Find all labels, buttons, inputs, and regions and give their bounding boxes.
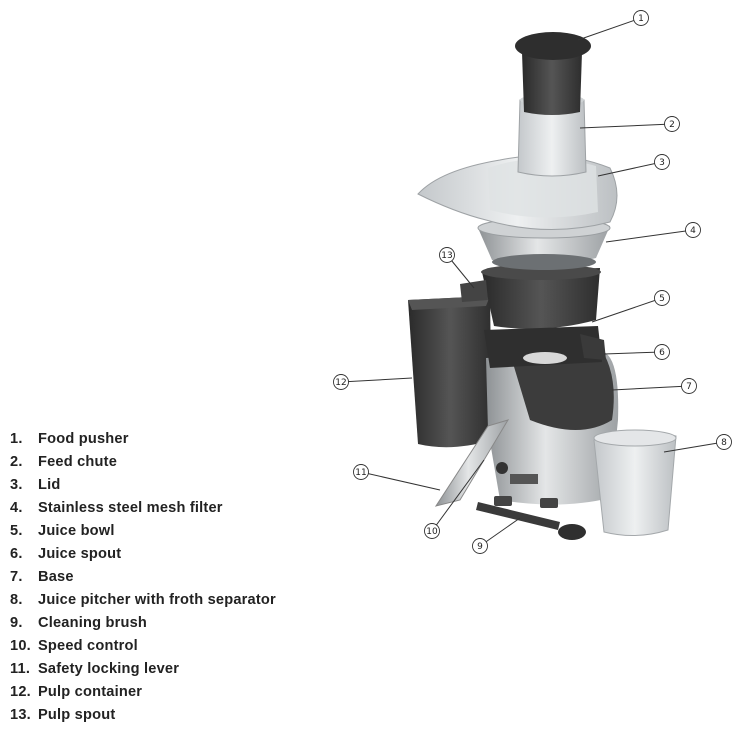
juice-bowl-part — [481, 264, 602, 368]
callout-number: 5 — [659, 294, 665, 304]
callout-circle — [654, 290, 670, 306]
legend-item-number: 11. — [10, 661, 31, 677]
callout-circle — [472, 538, 488, 554]
legend-item: 11. Safety locking lever — [10, 658, 276, 681]
callout-number: 8 — [721, 438, 727, 448]
legend-item-number: 5. — [10, 523, 23, 539]
callout-number: 12 — [335, 378, 346, 388]
callout-leader-line — [431, 459, 485, 532]
callout-leader-line — [605, 229, 694, 243]
legend-item: 3. Lid — [10, 474, 276, 497]
legend-item-number: 6. — [10, 546, 23, 562]
legend-item-number: 4. — [10, 500, 23, 516]
base-part — [486, 352, 619, 508]
legend-item: 9. Cleaning brush — [10, 612, 276, 635]
callout-number: 7 — [686, 382, 692, 392]
callout-leader-line — [360, 471, 441, 491]
legend-item: 8. Juice pitcher with froth separator — [10, 589, 276, 612]
legend-item-label: Pulp spout — [38, 707, 116, 723]
callout-circle — [333, 374, 349, 390]
callout-circle — [685, 222, 701, 238]
juice-pitcher-part — [593, 429, 677, 537]
legend-item-label: Juice bowl — [38, 523, 115, 539]
cleaning-brush-part — [476, 502, 586, 540]
legend-item: 12. Pulp container — [10, 681, 276, 704]
callout-number: 9 — [477, 542, 483, 552]
legend-item-label: Juice pitcher with froth separator — [38, 592, 276, 608]
callout-circle — [681, 378, 697, 394]
callout-leader-line — [597, 161, 663, 177]
callout-number: 13 — [441, 251, 452, 261]
legend-item-label: Base — [38, 569, 74, 585]
callout-leader-line — [579, 123, 673, 129]
legend-item-number: 8. — [10, 592, 23, 608]
lid-part — [417, 155, 618, 230]
legend-item: 5. Juice bowl — [10, 520, 276, 543]
legend-item-number: 9. — [10, 615, 23, 631]
legend-item-label: Speed control — [38, 638, 138, 654]
legend-item-label: Safety locking lever — [38, 661, 180, 677]
callout-leader-line — [577, 17, 642, 41]
callout-number: 10 — [426, 527, 438, 537]
callout-number: 3 — [659, 158, 665, 168]
legend-item: 2. Feed chute — [10, 451, 276, 474]
callout-circle — [439, 247, 455, 263]
legend-item-label: Juice spout — [38, 546, 122, 562]
safety-lever-part — [434, 419, 510, 507]
callout-number: 6 — [659, 348, 665, 358]
pulp-spout-part — [460, 280, 488, 302]
legend-item-label: Food pusher — [38, 431, 129, 447]
pulp-container-part — [408, 296, 492, 448]
callout-circle — [716, 434, 732, 450]
legend-item-number: 13. — [10, 707, 31, 723]
juice-spout-part — [580, 334, 606, 360]
legend-item-label: Feed chute — [38, 454, 118, 470]
legend-item: 6. Juice spout — [10, 543, 276, 566]
callout-leader-line — [340, 377, 413, 383]
legend-item: 10. Speed control — [10, 635, 276, 658]
callout-leader-line — [663, 441, 725, 453]
callout-number: 4 — [690, 226, 696, 236]
callout-leader-line — [611, 385, 690, 391]
legend-item-label: Pulp container — [38, 684, 143, 700]
callout-leader-line — [591, 297, 663, 323]
parts-legend: 1. Food pusher 2. Feed chute 3. Lid 4. Stainles… — [10, 428, 276, 727]
legend-item: 1. Food pusher — [10, 428, 276, 451]
legend-item-number: 3. — [10, 477, 23, 493]
callout-circle — [654, 344, 670, 360]
legend-item: 13. Pulp spout — [10, 704, 276, 727]
legend-item-number: 10. — [10, 638, 31, 654]
legend-item-label: Cleaning brush — [38, 615, 148, 631]
callout-leader-line — [603, 351, 663, 355]
legend-item-number: 7. — [10, 569, 23, 585]
legend-item: 4. Stainless steel mesh filter — [10, 497, 276, 520]
legend-item: 7. Base — [10, 566, 276, 589]
callout-leader-line — [479, 517, 521, 547]
callout-number: 2 — [669, 120, 675, 130]
legend-item-number: 12. — [10, 684, 31, 700]
legend-item-label: Lid — [38, 477, 61, 493]
callout-number: 1 — [638, 14, 644, 24]
callout-circle — [664, 116, 680, 132]
callout-circle — [633, 10, 649, 26]
legend-item-number: 1. — [10, 431, 23, 447]
callout-circle — [424, 523, 440, 539]
callout-circle — [654, 154, 670, 170]
food-pusher-part — [515, 32, 591, 115]
callout-number: 11 — [355, 468, 366, 478]
legend-item-label: Stainless steel mesh filter — [38, 500, 223, 516]
callout-circle — [353, 464, 369, 480]
legend-item-number: 2. — [10, 454, 23, 470]
